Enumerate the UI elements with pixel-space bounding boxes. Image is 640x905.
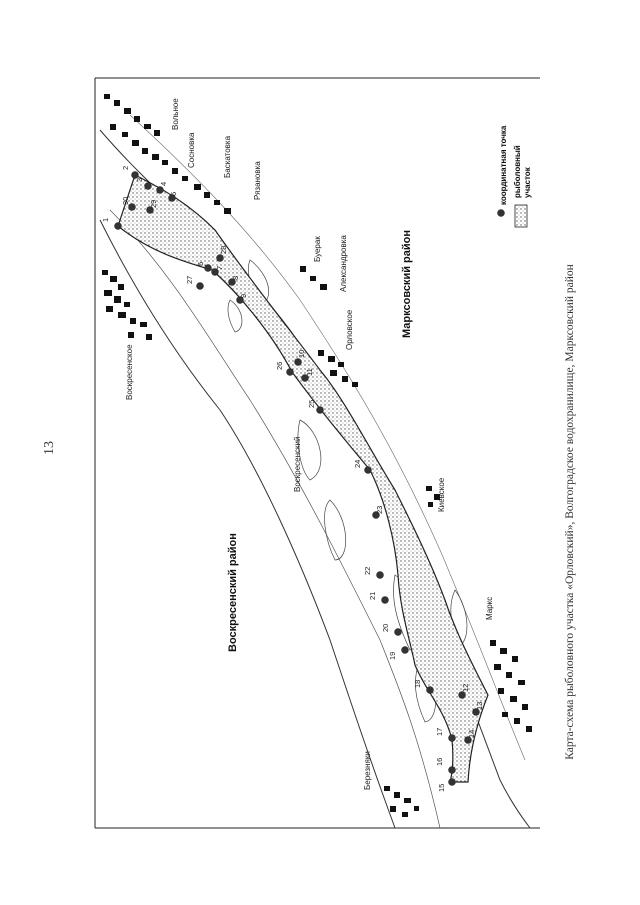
settlement-buildings — [102, 94, 532, 817]
map-caption: Карта-схема рыболовного участка «Орловск… — [564, 264, 576, 760]
left-bank-inner — [109, 209, 441, 829]
point-label-10: 10 — [297, 350, 306, 358]
point-label-15: 15 — [437, 784, 446, 792]
settlement-label-voskresenskoe: Воскресенское — [125, 344, 134, 400]
district-label-voskresensky: Воскресенский район — [227, 533, 239, 652]
legend-area-swatch — [514, 204, 528, 228]
map-legend: координатная точка рыболовный участок — [497, 125, 532, 228]
legend-area-label-line1: рыболовный — [513, 145, 522, 198]
point-label-26: 26 — [275, 362, 284, 370]
settlement-label-berezniaki: Березняки — [363, 751, 372, 790]
point-label-3: 3 — [135, 178, 144, 182]
point-label-27: 27 — [185, 276, 194, 284]
point-label-11: 11 — [305, 368, 314, 376]
settlement-label-baskatovka: Баскатовка — [223, 135, 232, 178]
point-label-12: 12 — [461, 684, 470, 692]
coordinate-points — [114, 171, 480, 786]
point-label-6: 6 — [169, 192, 178, 196]
point-label-30: 30 — [121, 197, 130, 205]
district-label-marksovsky: Марксовский район — [401, 230, 413, 338]
point-labels: 1 2 3 4 5 6 7 8 9 10 11 12 13 14 15 16 1… — [101, 166, 484, 792]
settlement-labels: Воскресенское Воскресенский Березняки Во… — [125, 98, 494, 790]
point-label-20: 20 — [381, 624, 390, 632]
settlement-label-voskresensky: Воскресенский — [293, 437, 302, 493]
point-label-29: 29 — [149, 200, 158, 208]
settlement-label-volnoe: Вольное — [171, 98, 180, 130]
legend-area-label-line2: участок — [523, 166, 532, 198]
right-bank-inner — [129, 114, 526, 761]
settlement-label-marks: Маркс — [485, 597, 494, 620]
point-label-22: 22 — [363, 567, 372, 575]
point-label-13: 13 — [475, 702, 484, 710]
settlement-label-aleksandrovka: Александровка — [339, 235, 348, 292]
point-label-7: 7 — [215, 266, 224, 270]
point-label-28: 28 — [219, 246, 228, 254]
point-label-25: 25 — [307, 400, 316, 408]
legend-point-symbol — [497, 209, 505, 217]
settlement-label-sosnovka: Сосновка — [187, 132, 196, 168]
point-label-4: 4 — [159, 182, 168, 186]
point-label-23: 23 — [375, 506, 384, 514]
settlement-label-ryazanovka: Рязановка — [253, 161, 262, 200]
point-label-18: 18 — [413, 680, 422, 688]
legend-point-label: координатная точка — [499, 125, 508, 205]
point-label-24: 24 — [353, 460, 362, 468]
settlement-label-orlovskoe: Орловское — [345, 309, 354, 350]
point-label-21: 21 — [368, 592, 377, 600]
fishing-area-polygon — [117, 174, 489, 783]
settlement-label-kievskoe: Киевское — [437, 477, 446, 512]
point-label-14: 14 — [467, 730, 476, 738]
point-label-2: 2 — [121, 166, 130, 170]
left-river-bank — [99, 219, 396, 829]
point-label-5: 5 — [196, 262, 205, 266]
point-label-1: 1 — [101, 218, 110, 222]
settlement-label-buerak: Буерак — [313, 236, 322, 262]
point-label-16: 16 — [435, 758, 444, 766]
point-label-9: 9 — [239, 294, 248, 298]
point-label-17: 17 — [435, 728, 444, 736]
point-label-8: 8 — [231, 276, 240, 280]
point-label-19: 19 — [388, 652, 397, 660]
